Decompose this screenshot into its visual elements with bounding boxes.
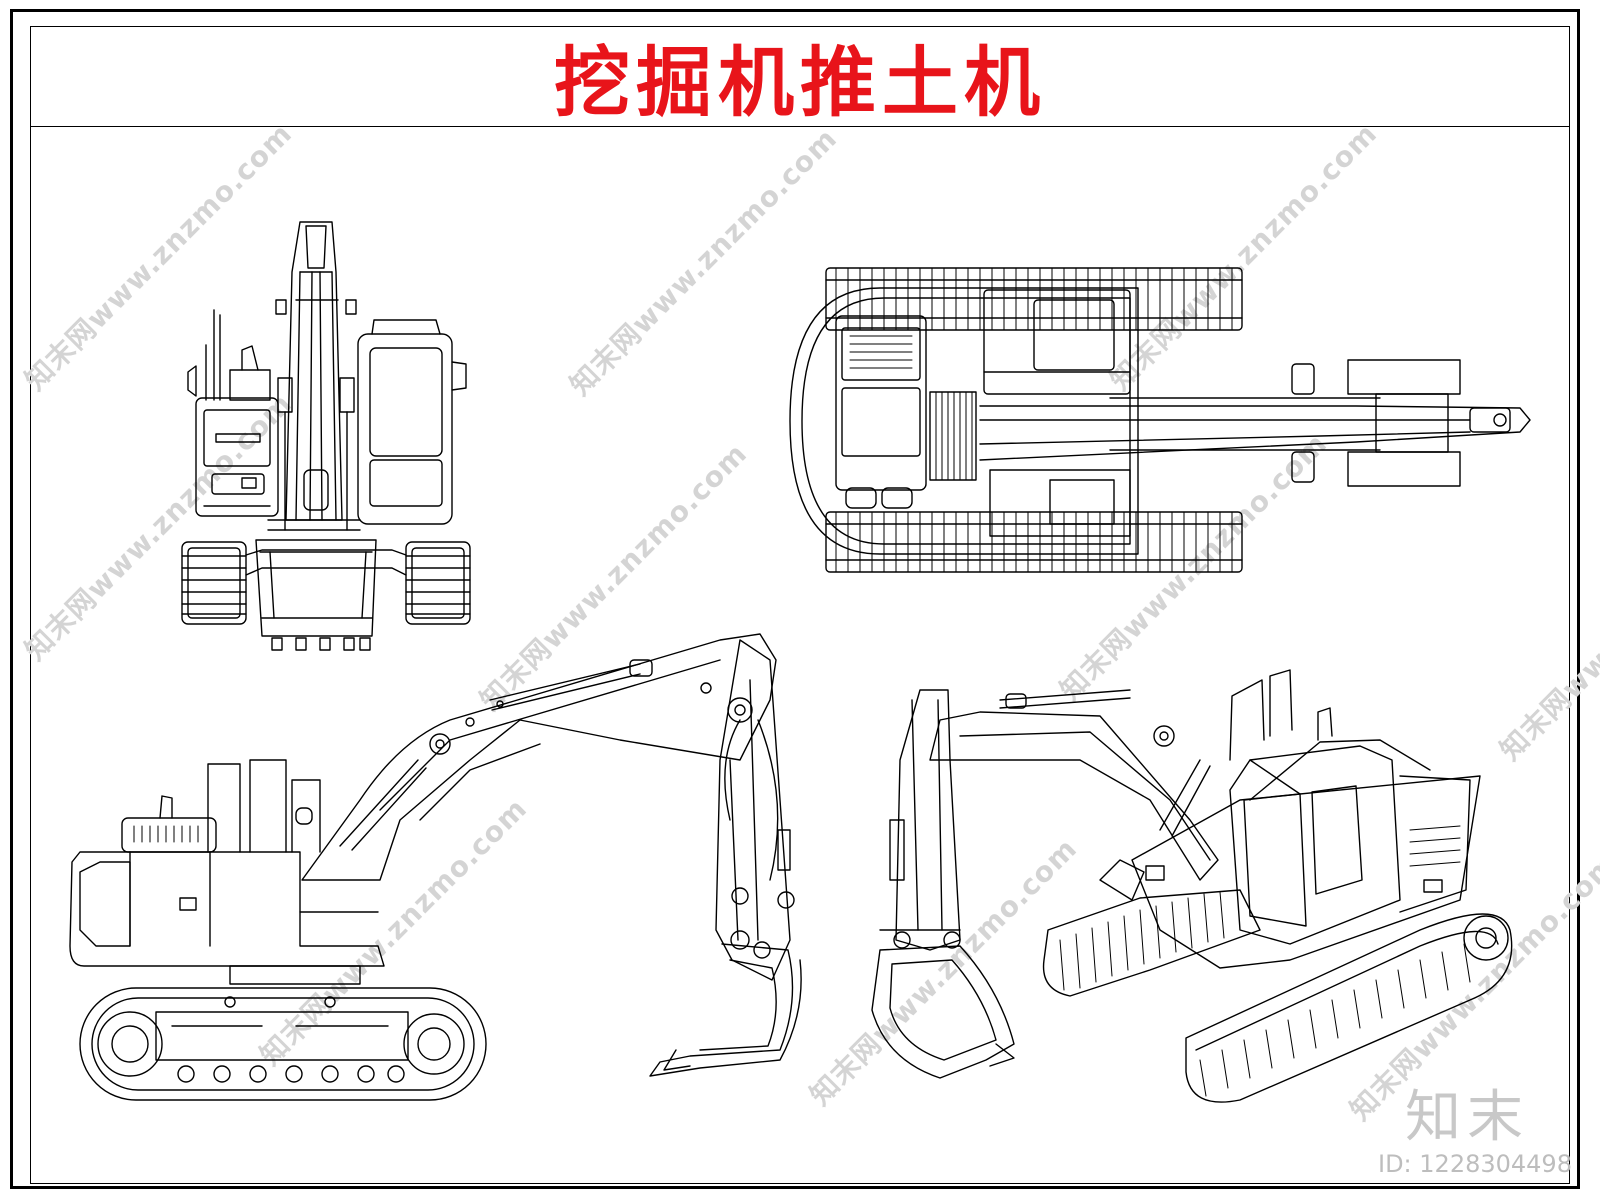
sheet-title: 挖掘机推土机	[554, 38, 1046, 127]
excavator-front-view	[181, 221, 471, 651]
image-id-label: ID: 1228304498	[1378, 1150, 1572, 1178]
title-divider	[30, 126, 1570, 127]
inner-border	[30, 26, 1570, 1184]
excavator-perspective-view	[871, 669, 1513, 1103]
brand-logo: 知末	[1405, 1085, 1529, 1150]
outer-border	[10, 9, 1580, 1189]
excavator-top-view	[789, 267, 1531, 573]
excavator-side-view	[69, 633, 802, 1101]
